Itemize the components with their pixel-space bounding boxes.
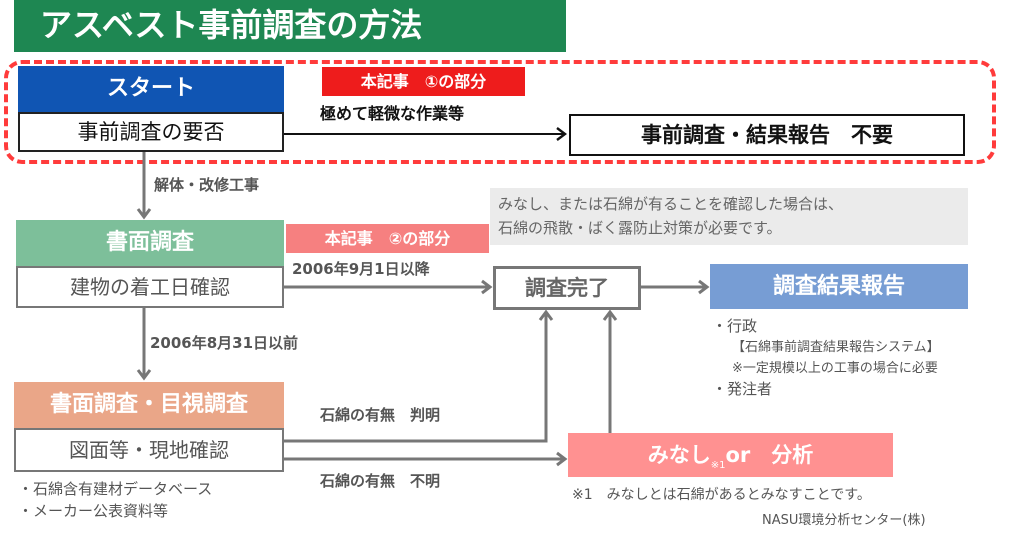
report-item-gov: ・行政 xyxy=(712,317,758,335)
arrowhead-report xyxy=(698,279,710,295)
part2-tag: 本記事 ②の部分 xyxy=(286,224,489,253)
ref-maker: ・メーカー公表資料等 xyxy=(18,502,169,520)
demolition-label: 解体・改修工事 xyxy=(154,176,260,194)
report-item-condition: ※一定規模以上の工事の場合に必要 xyxy=(732,361,938,376)
asbestos-unknown-label: 石綿の有無 不明 xyxy=(320,472,441,490)
minor-work-label: 極めて軽微な作業等 xyxy=(320,104,465,123)
assume-text: みなし xyxy=(647,443,711,467)
report-item-system: 【石綿事前調査結果報告システム】 xyxy=(732,340,940,355)
survey-complete-box: 調査完了 xyxy=(493,266,641,310)
arrowhead-minashi xyxy=(556,451,568,467)
footnote: ※1 みなしとは石綿があるとみなすことです。 xyxy=(572,487,871,503)
report-recipients: ・行政 【石綿事前調査結果報告システム】 ※一定規模以上の工事の場合に必要 ・発… xyxy=(712,316,940,400)
not-required-box: 事前調査・結果報告 不要 xyxy=(569,114,965,156)
report-item-client: ・発注者 xyxy=(712,380,773,398)
arrow-found-to-done xyxy=(284,314,548,443)
assume-or-analyze-box: みなし※1or 分析 xyxy=(568,433,893,477)
part1-highlight-region xyxy=(4,60,996,164)
ref-database: ・石綿含有建材データベース xyxy=(18,480,213,498)
part1-tag: 本記事 ①の部分 xyxy=(322,67,525,96)
page-title: アスベスト事前調査の方法 xyxy=(14,0,566,52)
asbestos-note: みなし、または石綿が有ることを確認した場合は、 石綿の飛散・ばく露防止対策が必要… xyxy=(490,188,968,245)
after-date-label: 2006年9月1日以降 xyxy=(292,260,430,278)
reference-list: ・石綿含有建材データベース ・メーカー公表資料等 xyxy=(18,478,212,522)
visual-survey-header: 書面調査・目視調査 xyxy=(14,382,284,428)
construction-date-box: 建物の着工日確認 xyxy=(16,266,284,308)
report-header: 調査結果報告 xyxy=(710,264,968,309)
arrowhead-visual xyxy=(136,369,152,381)
note-line-1: みなし、または石綿が有ることを確認した場合は、 xyxy=(498,195,844,213)
credit: NASU環境分析センター(株) xyxy=(762,513,926,528)
site-check-box: 図面等・現地確認 xyxy=(14,428,284,472)
survey-necessity-box: 事前調査の要否 xyxy=(18,112,284,152)
arrowhead-done-left xyxy=(481,279,493,295)
or-analyze-text: or 分析 xyxy=(725,443,814,467)
arrowhead-noreq xyxy=(556,127,567,141)
asbestos-found-label: 石綿の有無 判明 xyxy=(320,406,441,424)
arrowhead-minashi-up xyxy=(602,309,618,321)
start-header: スタート xyxy=(18,66,284,112)
before-date-label: 2006年8月31日以前 xyxy=(150,334,299,352)
footnote-mark: ※1 xyxy=(710,460,726,471)
arrowhead-doc xyxy=(136,208,152,220)
document-survey-header: 書面調査 xyxy=(16,220,284,266)
arrowhead-found xyxy=(538,309,554,321)
note-line-2: 石綿の飛散・ばく露防止対策が必要です。 xyxy=(498,219,782,237)
